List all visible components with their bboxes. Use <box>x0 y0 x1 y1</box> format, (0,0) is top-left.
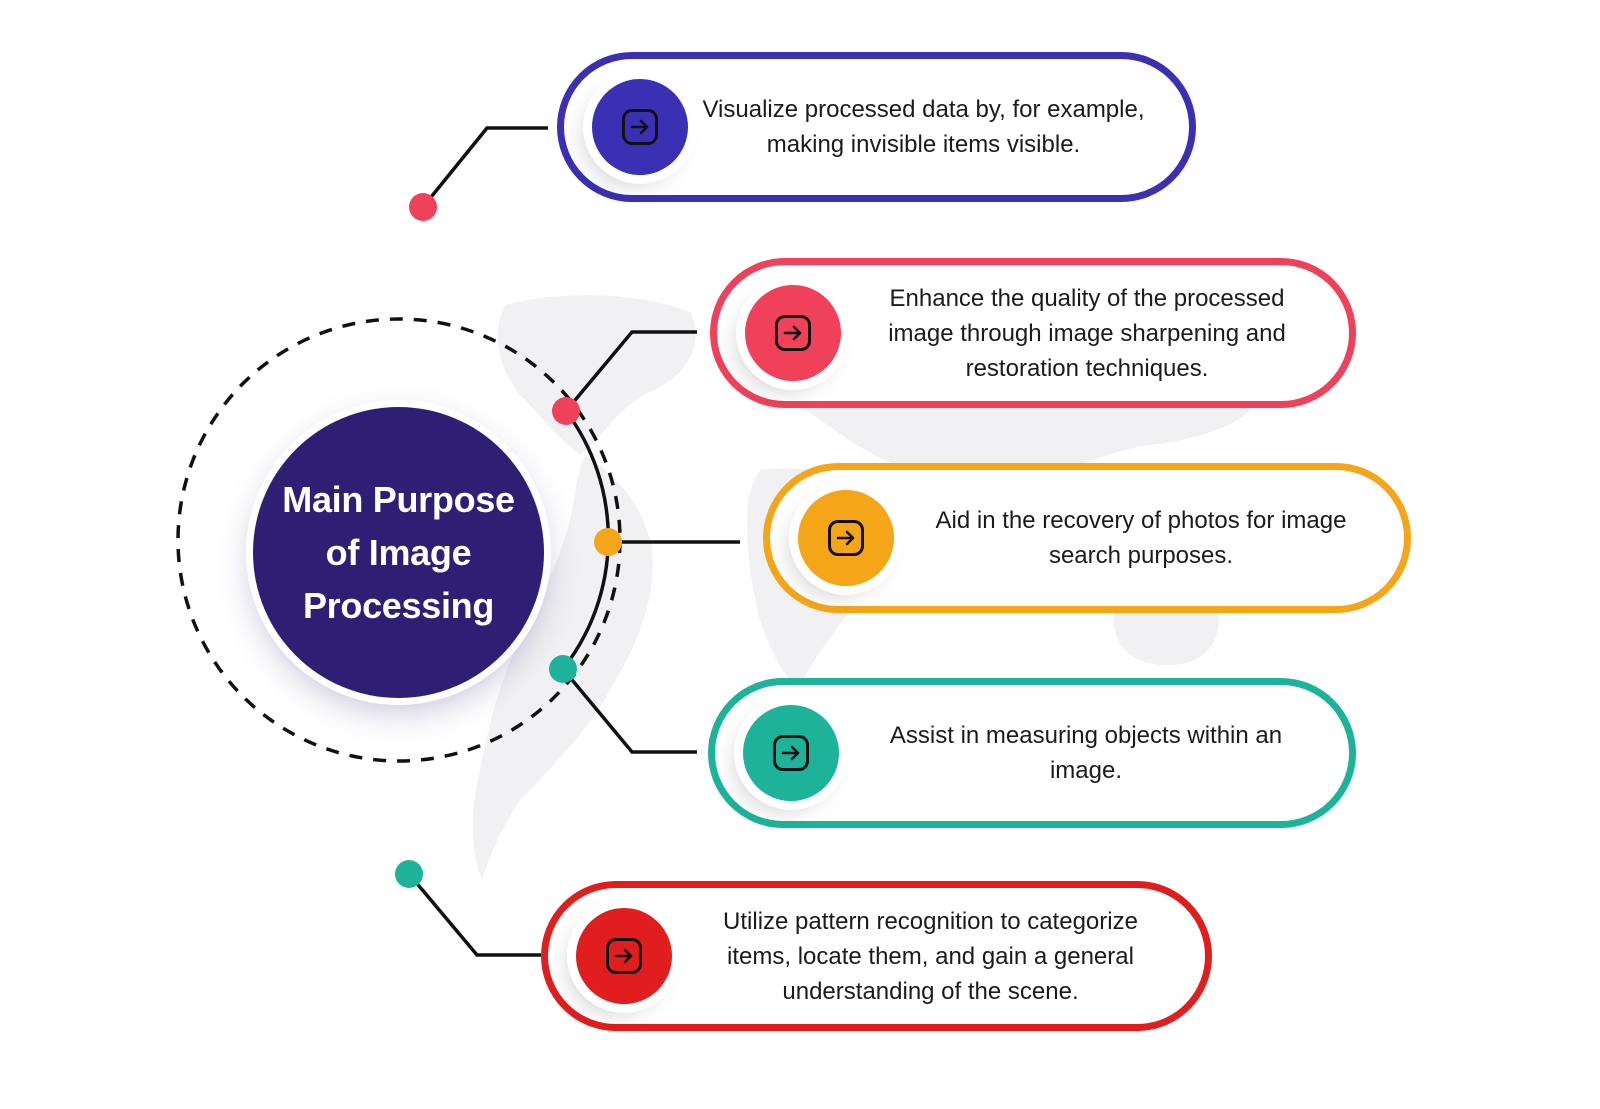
purpose-card-3: Aid in the recovery of photos for image … <box>763 463 1411 613</box>
center-title: Main Purpose of Image Processing <box>282 479 515 626</box>
purpose-card-2: Enhance the quality of the processed ima… <box>710 258 1356 408</box>
purpose-icon-5 <box>576 908 672 1004</box>
arrow-right-square-icon <box>773 735 809 771</box>
purpose-card-5: Utilize pattern recognition to categoriz… <box>541 881 1212 1031</box>
center-circle: Main Purpose of Image Processing <box>253 407 544 698</box>
connector-line-4 <box>561 667 697 754</box>
purpose-text-1: Visualize processed data by, for example… <box>702 96 1145 158</box>
connector-line-1 <box>421 126 548 209</box>
connector-dot-2 <box>552 397 580 425</box>
purpose-icon-3 <box>798 490 894 586</box>
purpose-card-4: Assist in measuring objects within an im… <box>708 678 1356 828</box>
purpose-icon-2 <box>745 285 841 381</box>
purpose-text-5: Utilize pattern recognition to categoriz… <box>723 907 1138 1005</box>
arrow-right-square-icon <box>775 315 811 351</box>
arrow-right-square-icon <box>828 520 864 556</box>
purpose-text-3: Aid in the recovery of photos for image … <box>935 507 1347 569</box>
purpose-icon-1 <box>592 79 688 175</box>
connector-dot-4 <box>549 655 577 683</box>
arrow-right-square-icon <box>606 938 642 974</box>
connector-dot-1 <box>409 193 437 221</box>
purpose-text-4: Assist in measuring objects within an im… <box>889 722 1283 784</box>
purpose-icon-4 <box>743 705 839 801</box>
connector-dot-5 <box>395 860 423 888</box>
purpose-text-2: Enhance the quality of the processed ima… <box>888 284 1286 382</box>
connector-line-2 <box>564 330 697 413</box>
purpose-card-1: Visualize processed data by, for example… <box>557 52 1196 202</box>
arrow-right-square-icon <box>622 109 658 145</box>
connector-dot-3 <box>594 528 622 556</box>
connector-line-5 <box>407 872 541 957</box>
